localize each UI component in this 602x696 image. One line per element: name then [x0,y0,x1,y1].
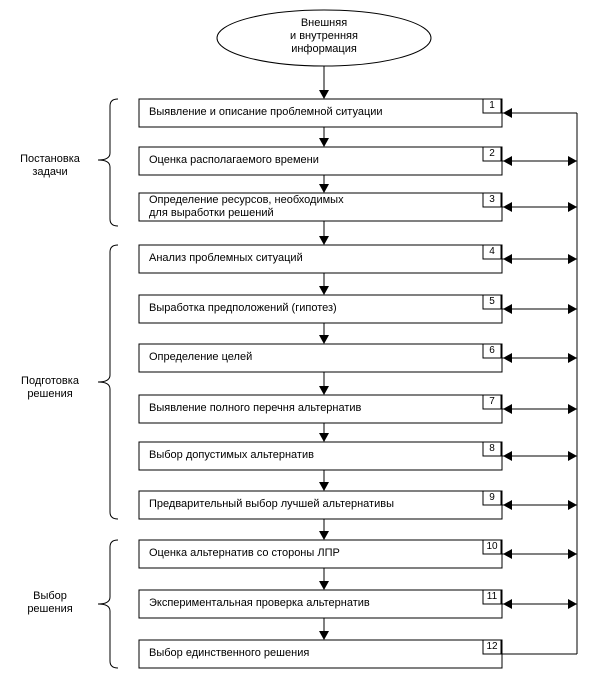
group-brace [97,539,119,669]
flow-arrow [319,631,329,640]
step-number-box [482,244,502,260]
step-box [138,441,503,471]
step-number: 6 [489,345,495,356]
step-label: Выбор допустимых альтернатив [149,449,314,461]
step-label: Выбор единственного решения [149,647,310,659]
step-number: 8 [489,443,495,454]
step-box [138,539,503,569]
step-number: 12 [486,641,498,652]
flow-arrow [319,184,329,193]
feedback-arrow-out [568,549,577,559]
step-number-box [482,441,502,457]
step-number-box [482,294,502,310]
step-box [138,146,503,176]
step-label: Выработка предположений (гипотез) [149,302,337,314]
feedback-arrow-in [503,549,512,559]
step-number: 5 [489,296,495,307]
feedback-arrow-out [568,451,577,461]
flow-arrow [319,433,329,442]
feedback-arrow-out [568,304,577,314]
source-text: Внешняя и внутренняя информация [290,17,358,55]
group-label: Подготовка решения [21,375,79,400]
step-box [138,343,503,373]
feedback-arrow-in [503,202,512,212]
step-number: 10 [486,541,498,552]
step-box [138,192,503,222]
feedback-arrow-out [568,599,577,609]
step-number: 2 [489,148,495,159]
step-label: Оценка альтернатив со стороны ЛПР [149,547,340,559]
flow-arrow [319,335,329,344]
step-box [138,394,503,424]
feedback-arrow-in [503,156,512,166]
step-number: 11 [486,591,498,602]
feedback-arrow-in [503,254,512,264]
feedback-arrow-in [503,599,512,609]
feedback-arrow-in [503,353,512,363]
feedback-arrow-out [568,500,577,510]
step-label: Оценка располагаемого времени [149,154,319,166]
flow-arrow [319,482,329,491]
feedback-arrow-out [568,254,577,264]
group-brace [97,244,119,520]
step-box [138,639,503,669]
step-box [138,490,503,520]
step-number: 7 [489,396,495,407]
step-box [138,98,503,128]
group-brace [97,98,119,227]
step-number-box [482,192,502,208]
flow-arrow [319,236,329,245]
step-label: Анализ проблемных ситуаций [149,252,303,264]
flow-arrow [319,581,329,590]
step-number-box [482,490,502,506]
flow-arrow [319,531,329,540]
step-label: Предварительный выбор лучшей альтернатив… [149,498,394,510]
step-number-box [482,343,502,359]
step-label: Определение целей [149,351,253,363]
group-label: Выбор решения [27,590,73,615]
feedback-arrow-out [568,202,577,212]
step-number-box [482,639,502,655]
step-number: 4 [489,246,495,257]
feedback-arrow-in [503,500,512,510]
feedback-arrow-in [503,304,512,314]
step-label: Выявление полного перечня альтернатив [149,402,362,414]
step-label: Выявление и описание проблемной ситуации [149,106,383,118]
step-number-box [482,539,502,555]
flow-arrow [319,386,329,395]
flow-arrow [319,138,329,147]
step-label: Определение ресурсов, необходимых для вы… [149,194,344,219]
step-box [138,589,503,619]
feedback-arrow-out [568,353,577,363]
step-number-box [482,394,502,410]
group-label: Постановка задачи [20,153,80,178]
feedback-arrow-in [503,451,512,461]
step-number-box [482,98,502,114]
step-number: 3 [489,194,495,205]
step-number: 1 [489,100,495,111]
feedback-arrow-in [503,404,512,414]
step-number-box [482,146,502,162]
feedback-arrow-out [568,404,577,414]
step-number: 9 [489,492,495,503]
feedback-arrow-out [568,156,577,166]
step-label: Экспериментальная проверка альтернатив [149,597,370,609]
step-number-box [482,589,502,605]
flow-arrow [319,286,329,295]
flow-arrow [319,90,329,99]
feedback-arrow-in [503,108,512,118]
